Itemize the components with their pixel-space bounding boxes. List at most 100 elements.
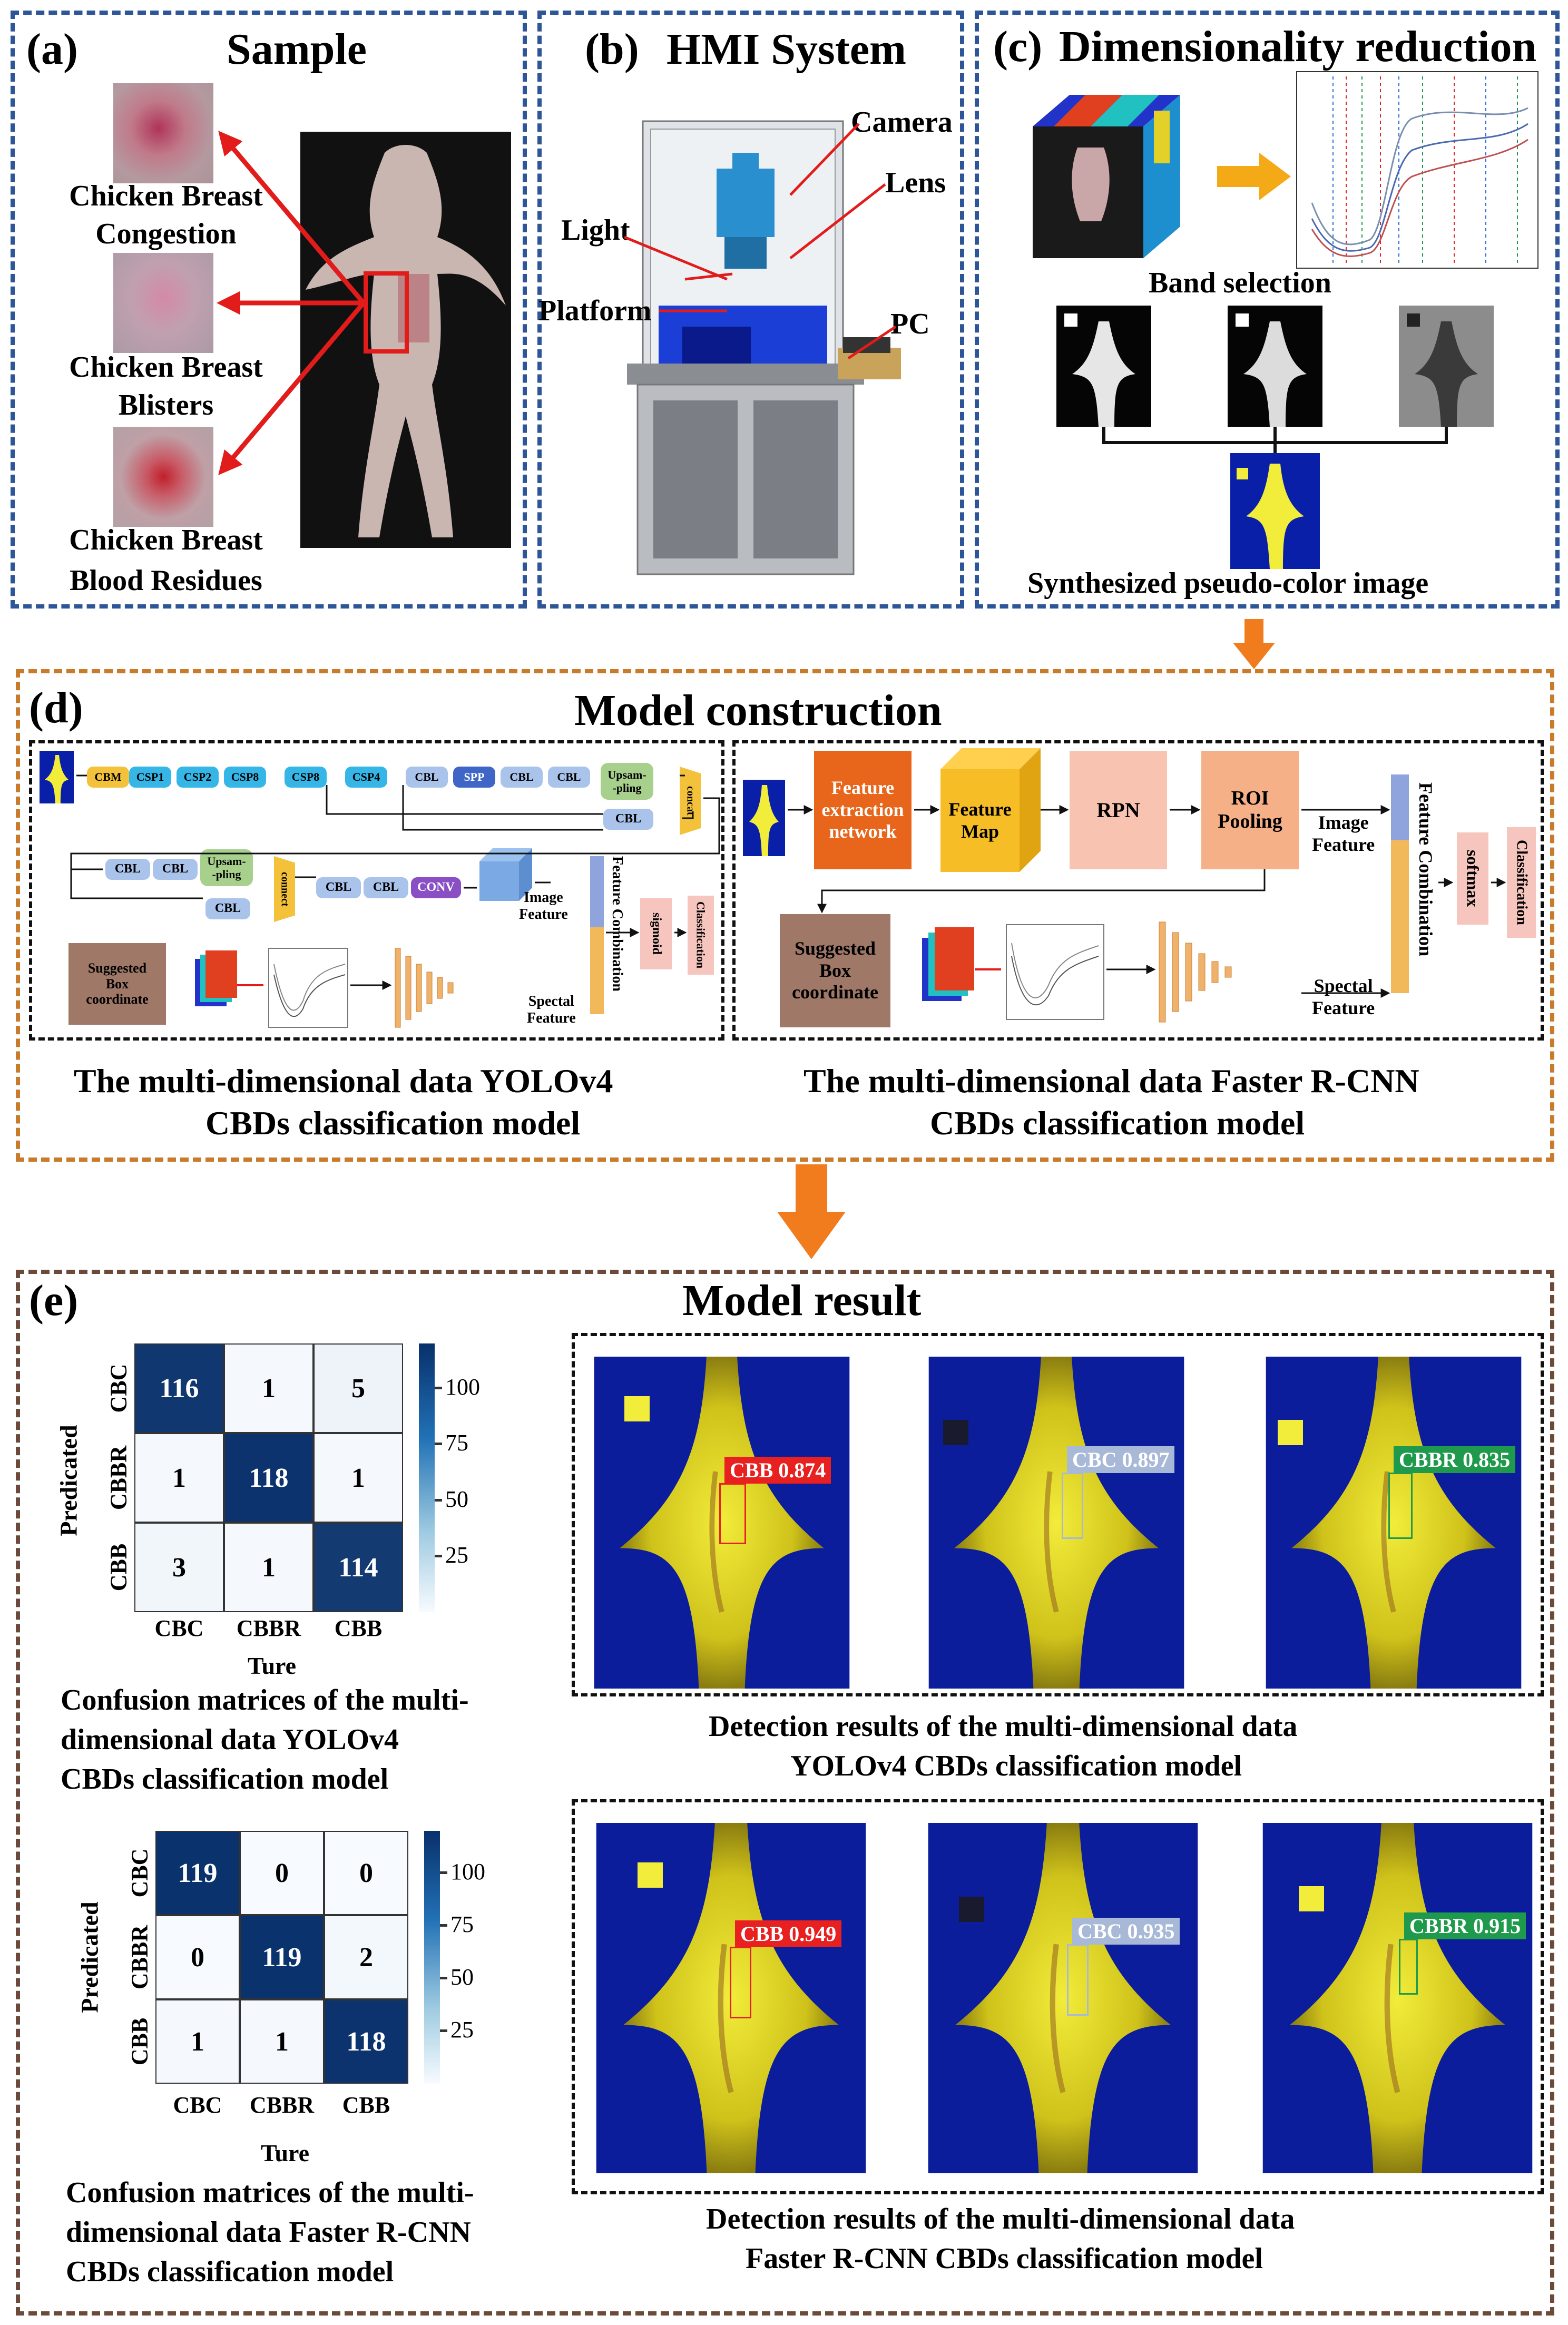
cm-yolo-cell: 114	[313, 1523, 403, 1612]
cm-frcnn-xtick: CBB	[342, 2092, 390, 2118]
sample-photo-congestion	[113, 83, 213, 183]
frcnn-feature-combination: Feature Combination	[1415, 782, 1436, 957]
yolo-classification: Classification	[688, 896, 714, 975]
cm-frcnn-cell: 0	[240, 1831, 324, 1915]
yolo-caption-1: The multi-dimensional data YOLOv4	[74, 1062, 613, 1100]
hmi-label-light: Light	[561, 214, 630, 247]
colorbar-frcnn	[424, 1831, 440, 2084]
panel-b	[537, 11, 964, 609]
spectral-curves-plot	[1296, 71, 1538, 269]
det-yolo-caption-1: Detection results of the multi-dimension…	[709, 1710, 1298, 1743]
sample-arrows	[217, 131, 366, 475]
cm-yolo-cell: 1	[224, 1343, 313, 1433]
frcnn-spectral-flow	[922, 921, 1232, 1023]
cm-frcnn-cb-ticklabel: 50	[450, 1964, 474, 1990]
cm-yolo-cell: 1	[134, 1433, 224, 1523]
cm-yolo-cell: 3	[134, 1523, 224, 1612]
label-blood-residues-1: Chicken Breast	[69, 524, 263, 556]
yolo-block-spp: SPP	[453, 767, 495, 788]
panel-a-title: Sample	[227, 25, 367, 74]
det-yolo-tag: CBBR 0.835	[1394, 1446, 1516, 1473]
frcnn-feature-map: Feature Map	[948, 799, 1012, 842]
cm-yolo-xtick: CBBR	[236, 1615, 301, 1641]
hmi-label-lens: Lens	[885, 166, 946, 199]
cm-yolo-ytick: CBC	[105, 1363, 132, 1413]
cm-frcnn-cb-tickmark	[440, 1924, 447, 1927]
yolo-block-csp2: CSP2	[177, 767, 219, 788]
cm-yolo-ylabel: Predicated	[55, 1425, 82, 1536]
cm-frcnn-cb-tickmark	[440, 1871, 447, 1874]
frcnn-feature-bar	[1391, 774, 1409, 993]
det-frcnn-bbox	[730, 1947, 751, 2018]
frcnn-caption-2: CBDs classification model	[930, 1104, 1305, 1142]
cm-frcnn-cb-ticklabel: 100	[450, 1859, 485, 1885]
frcnn-image-feature: Image Feature	[1312, 812, 1375, 855]
yolo-block-csp8: CSP8	[285, 767, 327, 788]
cm-yolo-cb-tickmark	[435, 1387, 442, 1389]
cm-frcnn-cell: 2	[324, 1915, 408, 1999]
label-congestion-2: Congestion	[95, 218, 237, 250]
label-congestion-1: Chicken Breast	[69, 180, 263, 212]
det-frcnn-image	[1262, 1823, 1533, 2173]
cm-yolo-cell: 1	[313, 1433, 403, 1523]
cm-yolo-xtick: CBB	[334, 1615, 383, 1641]
arrow-d-to-e	[777, 1164, 846, 1259]
cm-yolo-cell: 1	[224, 1523, 313, 1612]
cm-yolo-ytick: CBBR	[105, 1445, 132, 1510]
yolo-cbl-row2-d: CBL	[364, 877, 408, 898]
cm-frcnn-caption-1: Confusion matrices of the multi-	[66, 2176, 474, 2209]
det-frcnn-bbox	[1067, 1944, 1089, 2016]
band-image-1	[1056, 306, 1151, 427]
yolo-block-cbl: CBL	[406, 767, 448, 788]
frcnn-feature-map-cube	[940, 748, 1041, 872]
yolo-spectral-flow	[195, 948, 454, 1028]
cm-frcnn-cb-tickmark	[440, 1977, 447, 1979]
cm-yolo-cb-tickmark	[435, 1443, 442, 1446]
yolo-conv: CONV	[411, 877, 461, 898]
panel-a-letter: (a)	[26, 25, 78, 74]
panel-d	[16, 669, 1554, 1162]
colorbar-yolo	[419, 1343, 435, 1612]
yolo-cbl-row2-side: CBL	[205, 898, 250, 919]
det-frcnn-reference-square	[1299, 1886, 1324, 1911]
band-selection-arrow	[1217, 153, 1291, 200]
hmi-label-camera: Camera	[851, 106, 953, 139]
det-frcnn-caption-1: Detection results of the multi-dimension…	[706, 2203, 1295, 2235]
panel-c-title: Dimensionality reduction	[1059, 22, 1537, 71]
yolo-architecture-panel	[29, 740, 724, 1041]
panel-b-letter: (b)	[585, 25, 639, 74]
frcnn-rpn: RPN	[1070, 751, 1167, 869]
det-yolo-bbox	[719, 1483, 746, 1544]
hmi-pointer-lines	[624, 123, 897, 360]
frcnn-caption-1: The multi-dimensional data Faster R-CNN	[803, 1062, 1419, 1100]
det-frcnn-bbox	[1399, 1939, 1418, 1995]
cm-frcnn-cb-ticklabel: 25	[450, 2017, 474, 2043]
cm-yolo-cb-ticklabel: 50	[445, 1486, 468, 1512]
yolo-caption-2: CBDs classification model	[205, 1104, 581, 1142]
panel-d-letter: (d)	[29, 683, 83, 732]
cm-yolo-caption-3: CBDs classification model	[61, 1763, 389, 1796]
det-yolo-tag: CBB 0.874	[724, 1457, 831, 1484]
cm-yolo-caption-1: Confusion matrices of the multi-	[61, 1684, 469, 1716]
cm-yolo-cb-ticklabel: 100	[445, 1374, 480, 1400]
panel-c	[975, 11, 1560, 609]
det-frcnn-tag: CBB 0.949	[735, 1920, 842, 1947]
cm-frcnn-ytick: CBC	[126, 1848, 153, 1898]
det-yolo-tag: CBC 0.897	[1067, 1446, 1175, 1473]
yolo-feature-bar	[590, 856, 604, 1014]
pseudo-color-caption: Synthesized pseudo-color image	[1027, 567, 1429, 600]
yolo-block-cbl: CBL	[548, 767, 590, 788]
yolo-connect: connect	[274, 856, 295, 922]
sample-photo-blood-residues	[113, 427, 213, 527]
cm-frcnn-ytick: CBBR	[126, 1925, 153, 1990]
det-yolo-bbox	[1388, 1473, 1413, 1539]
cm-frcnn-cell: 0	[155, 1915, 240, 1999]
detection-frcnn-panel	[572, 1799, 1544, 2194]
frcnn-input-image	[743, 780, 785, 856]
frcnn-feature-extraction: Feature extraction network	[814, 751, 912, 869]
frcnn-connectors	[788, 805, 1506, 998]
cm-frcnn-cell: 119	[155, 1831, 240, 1915]
yolo-spectral-feature: Spectal Feature	[527, 993, 576, 1026]
det-yolo-bbox	[1062, 1473, 1083, 1539]
yolo-block-cbm: CBM	[87, 767, 129, 788]
